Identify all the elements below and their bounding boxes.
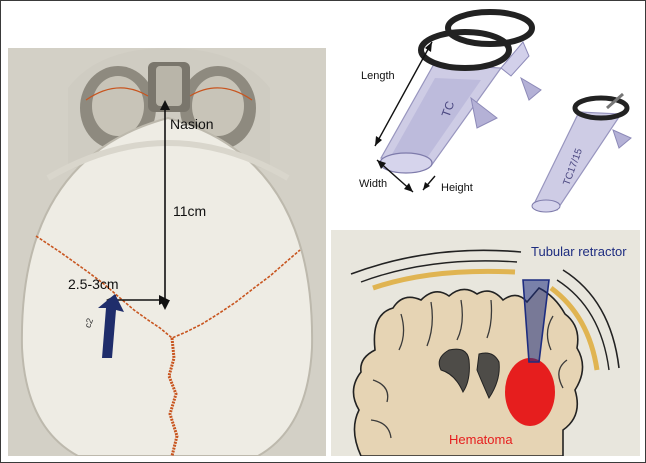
width-label: Width — [359, 178, 387, 190]
hematoma-label: Hematoma — [449, 432, 513, 447]
retractor-photo-panel: TC TC17/15 Length Width Height — [331, 6, 640, 226]
schematic-illustration-panel: Tubular retractor Hematoma — [331, 230, 640, 456]
hematoma-ellipse — [505, 358, 555, 426]
vertical-distance-label: 11cm — [173, 203, 206, 219]
skull-photo-panel: Nasion 11cm 2.5-3cm c2 — [8, 48, 326, 456]
height-label: Height — [441, 182, 473, 194]
brain-schematic — [331, 230, 640, 456]
nasion-label: Nasion — [170, 116, 214, 132]
skull-drawing — [8, 48, 326, 456]
lateral-distance-label: 2.5-3cm — [68, 276, 119, 292]
length-label: Length — [361, 70, 395, 82]
large-retractor-ring — [421, 32, 509, 68]
tubular-retractor-label: Tubular retractor — [531, 244, 627, 259]
retractor-drawing: TC TC17/15 — [331, 6, 640, 226]
